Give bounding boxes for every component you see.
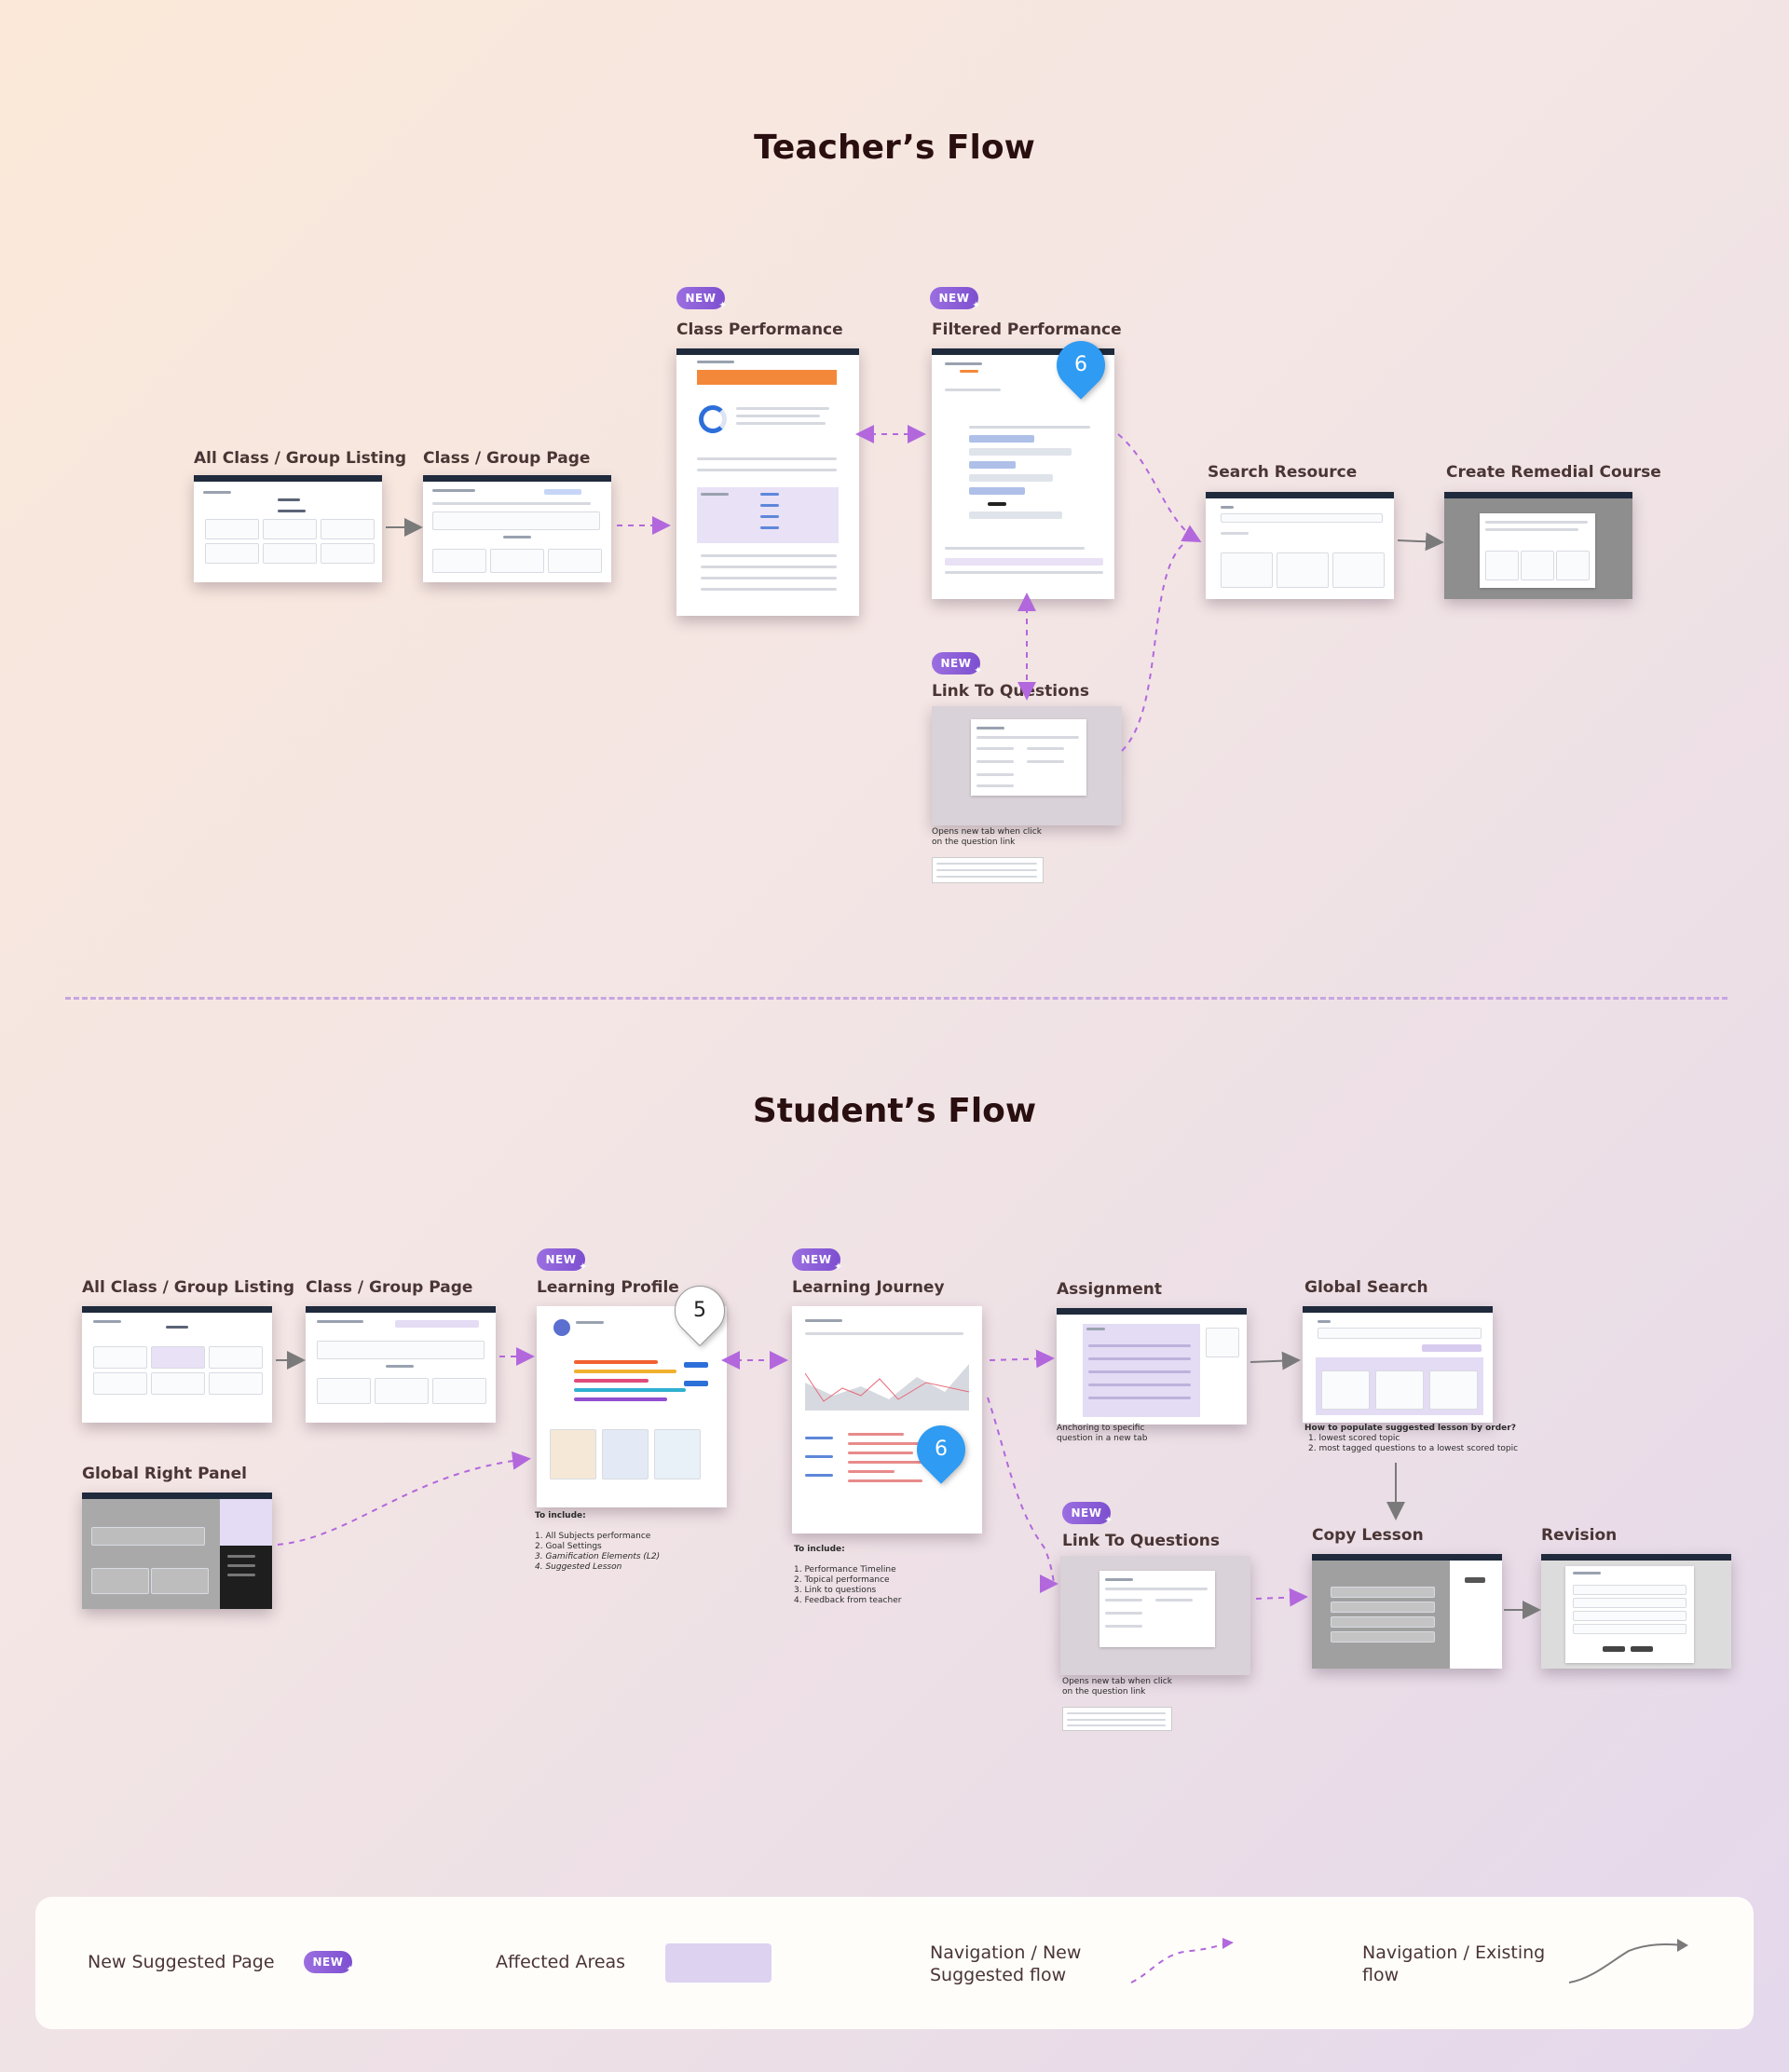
- screen-global-right-panel[interactable]: [82, 1493, 272, 1609]
- node-label: Class / Group Page: [306, 1278, 473, 1297]
- screen-create-remedial[interactable]: [1444, 492, 1632, 599]
- new-badge: NEW✦: [676, 287, 727, 311]
- teacher-flow-title: Teacher’s Flow: [754, 129, 1035, 167]
- screen-copy-lesson[interactable]: [1312, 1554, 1502, 1669]
- screen-all-class-listing[interactable]: [194, 475, 382, 582]
- screen-class-group-page[interactable]: [423, 475, 611, 582]
- new-badge: NEW✦: [537, 1248, 587, 1273]
- node-label: Link To Questions: [932, 682, 1089, 701]
- legend-nav-new-label: Navigation / New Suggested flow: [930, 1942, 1082, 1985]
- legend-affected-swatch: [665, 1943, 772, 1983]
- note-item: 3. Gamification Elements (L2): [535, 1552, 661, 1561]
- node-label: All Class / Group Listing: [194, 449, 406, 468]
- node-label: Learning Profile: [537, 1278, 679, 1297]
- legend-nav-new-arrow: [1130, 1938, 1234, 1983]
- screen-class-performance[interactable]: [676, 348, 859, 616]
- node-label: Learning Journey: [792, 1278, 945, 1297]
- node-label: Assignment: [1057, 1280, 1162, 1299]
- new-badge: NEW✦: [932, 652, 982, 676]
- node-label: Revision: [1541, 1526, 1618, 1545]
- section-divider: [65, 997, 1728, 1000]
- node-label: All Class / Group Listing: [82, 1278, 294, 1297]
- node-label: Link To Questions: [1062, 1532, 1220, 1550]
- notes-title: How to populate suggested lesson by orde…: [1304, 1424, 1516, 1433]
- screen-search-resource[interactable]: [1206, 492, 1394, 599]
- screen-link-to-questions[interactable]: [1060, 1556, 1250, 1675]
- legend-new-page-label: New Suggested Page: [88, 1952, 275, 1972]
- node-label: Global Search: [1304, 1278, 1428, 1297]
- caption: Anchoring to specific question in a new …: [1057, 1424, 1148, 1443]
- new-badge: NEW✦: [792, 1248, 842, 1273]
- caption: Opens new tab when click on the question…: [1062, 1677, 1172, 1697]
- screen-all-class-listing[interactable]: [82, 1306, 272, 1423]
- node-label: Filtered Performance: [932, 320, 1122, 339]
- note-item: 2. Topical performance: [794, 1575, 890, 1585]
- notes-title: To include:: [794, 1545, 845, 1554]
- node-label: Class / Group Page: [423, 449, 591, 468]
- legend-new-badge: NEW✦: [304, 1951, 354, 1975]
- note-item: 4. Feedback from teacher: [794, 1596, 902, 1605]
- screen-global-search[interactable]: [1303, 1306, 1493, 1423]
- screen-revision[interactable]: [1541, 1554, 1731, 1669]
- legend-affected-label: Affected Areas: [496, 1952, 626, 1972]
- note-item: 3. Link to questions: [794, 1586, 877, 1595]
- screen-class-group-page[interactable]: [306, 1306, 496, 1423]
- note-item: 4. Suggested Lesson: [535, 1562, 622, 1572]
- new-badge: NEW✦: [930, 287, 980, 311]
- legend: New Suggested Page NEW✦ Affected Areas N…: [35, 1897, 1754, 2029]
- screen-link-to-questions[interactable]: [932, 706, 1122, 825]
- journey-chart: [805, 1364, 970, 1411]
- note-item: 1. Performance Timeline: [794, 1565, 896, 1574]
- note-item: 1. lowest scored topic: [1308, 1434, 1400, 1443]
- note-item: 1. All Subjects performance: [535, 1532, 651, 1541]
- screen-learning-journey[interactable]: [792, 1306, 982, 1534]
- screen-assignment[interactable]: [1057, 1308, 1247, 1424]
- mini-table: [1062, 1707, 1172, 1731]
- legend-nav-existing-arrow: [1568, 1939, 1688, 1983]
- notes-title: To include:: [535, 1511, 586, 1520]
- node-label: Create Remedial Course: [1446, 463, 1661, 482]
- node-label: Global Right Panel: [82, 1465, 248, 1483]
- mini-table: [932, 857, 1044, 883]
- node-label: Class Performance: [676, 320, 843, 339]
- legend-nav-existing-label: Navigation / Existing flow: [1362, 1942, 1546, 1985]
- note-item: 2. Goal Settings: [535, 1542, 602, 1551]
- caption: Opens new tab when click on the question…: [932, 827, 1042, 847]
- node-label: Search Resource: [1208, 463, 1358, 482]
- student-flow-title: Student’s Flow: [752, 1092, 1037, 1130]
- new-badge: NEW✦: [1062, 1502, 1113, 1526]
- node-label: Copy Lesson: [1312, 1526, 1424, 1545]
- note-item: 2. most tagged questions to a lowest sco…: [1308, 1444, 1519, 1453]
